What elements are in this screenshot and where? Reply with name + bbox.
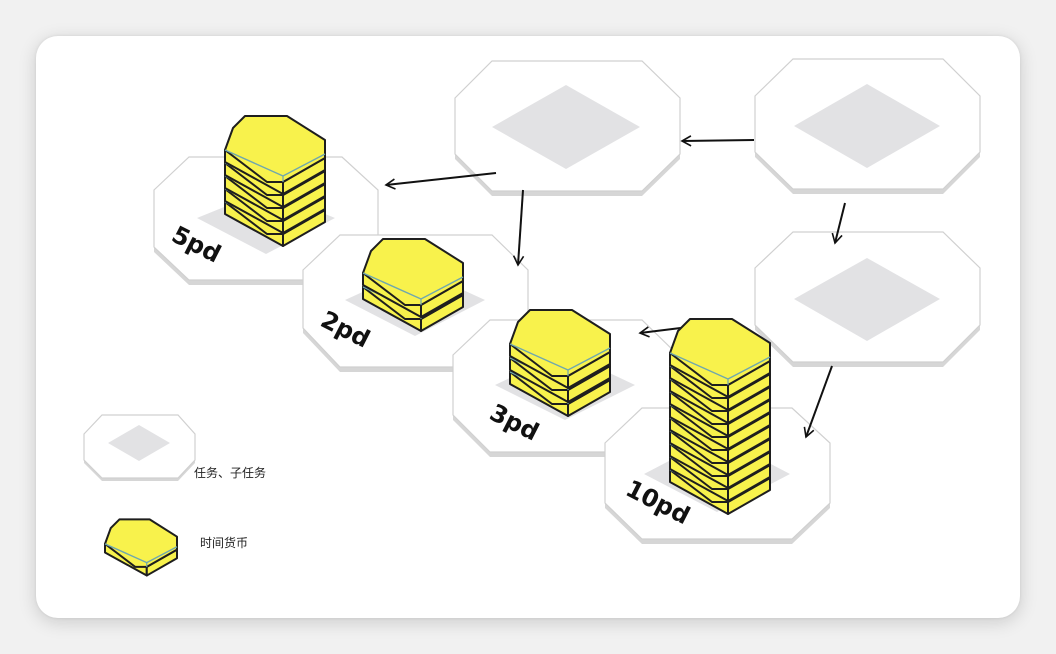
arrow [831,202,846,245]
diagram-card: 5pd 2pd 3pd 10pd 任务、子任务 时间货币 [36,36,1020,618]
arrow [803,365,833,439]
legend-currency-label: 时间货币 [200,535,248,550]
hex-tile-top-center [454,60,681,196]
hex-tile-right-middle [754,231,981,367]
coin [224,115,326,195]
task-diamond [794,258,940,341]
coin-stack-3pd [509,309,611,417]
coin [669,318,771,398]
coin [104,518,178,577]
legend-task-label: 任务、子任务 [194,465,266,480]
coin-stack-10pd [669,318,771,515]
coin-stack-2pd [362,238,464,332]
hex-tile-top-right [754,58,981,194]
diagram-canvas: 5pd 2pd 3pd 10pd 任务、子任务 时间货币 [83,58,981,577]
coin [362,238,464,318]
arrow [680,135,755,147]
task-diamond [794,84,940,168]
task-diamond [492,85,640,169]
legend: 任务、子任务 时间货币 [83,414,266,577]
coin-stack-5pd [224,115,326,247]
legend-task-hex [83,414,196,481]
coin [509,309,611,389]
arrow [384,172,497,190]
arrow [512,189,525,267]
legend-coin-icon [104,518,178,577]
